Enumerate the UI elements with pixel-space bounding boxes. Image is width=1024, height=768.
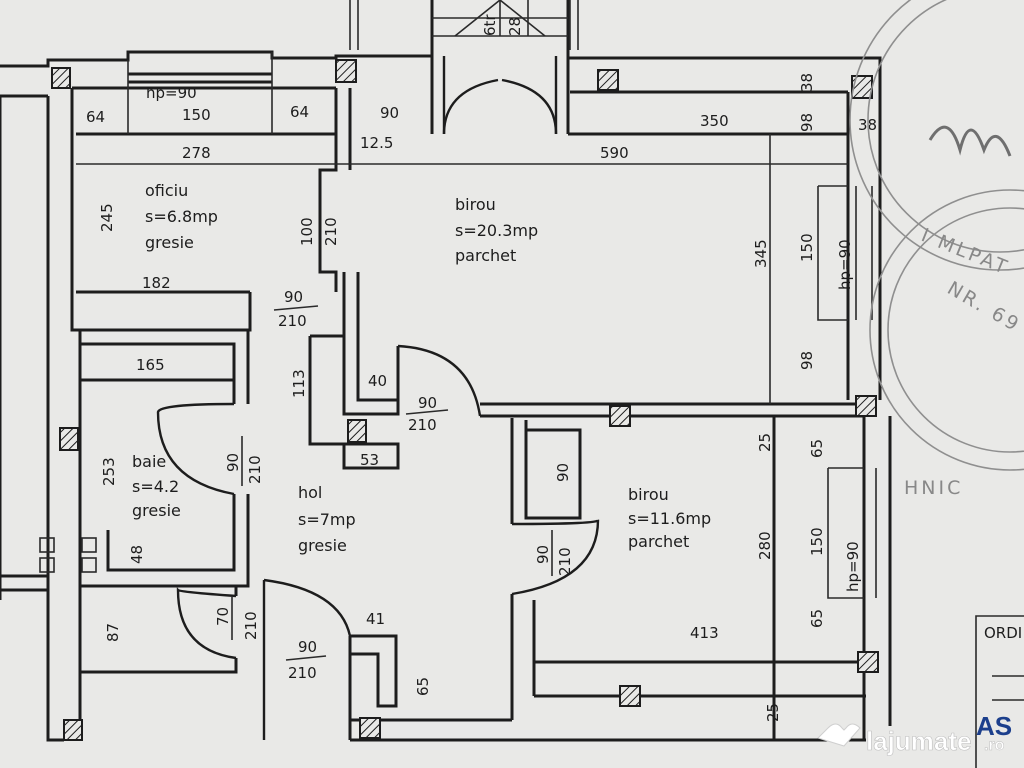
room-baie: baie s=4.2 gresie	[132, 452, 181, 520]
svg-text:gresie: gresie	[145, 233, 194, 252]
room-birou-large: birou s=20.3mp parchet	[455, 195, 538, 265]
svg-text:gresie: gresie	[132, 501, 181, 520]
svg-text:210: 210	[288, 664, 317, 682]
dim-41: 41	[366, 610, 385, 628]
opening-labels: hp=90 hp=90 hp=90 90 210 90 210 90 210 9…	[146, 84, 862, 682]
svg-text:90: 90	[534, 545, 552, 564]
svg-text:70: 70	[214, 607, 232, 626]
dim-165: 165	[136, 356, 165, 374]
dim-38a: 38	[798, 73, 816, 92]
svg-text:parchet: parchet	[455, 246, 516, 265]
dim-280: 280	[756, 531, 774, 560]
door-baie-label: 90 210	[224, 436, 264, 486]
title-box-label: ORDI	[984, 624, 1022, 642]
svg-text:parchet: parchet	[628, 532, 689, 551]
dim-90a: 90	[380, 104, 399, 122]
svg-text:210: 210	[246, 455, 264, 484]
svg-text:s=20.3mp: s=20.3mp	[455, 221, 538, 240]
dim-12-5: 12.5	[360, 134, 393, 152]
dim-150b: 150	[798, 233, 816, 262]
svg-text:90: 90	[298, 638, 317, 656]
room-hol: hol s=7mp gresie	[298, 483, 356, 555]
svg-text:210: 210	[556, 547, 574, 576]
stamp-text-nr: NR. 69	[944, 277, 1024, 337]
svg-text:210: 210	[242, 611, 260, 640]
svg-text:s=7mp: s=7mp	[298, 510, 356, 529]
dim-64b: 64	[290, 103, 309, 121]
dim-150a: 150	[182, 106, 211, 124]
stairs: 6tr 28	[349, 0, 579, 134]
watermark: AS lajumate .ro	[817, 711, 1012, 756]
svg-text:90: 90	[418, 394, 437, 412]
stamp-text-hnic: HNIC	[904, 477, 963, 499]
heart-icon	[817, 723, 861, 747]
columns	[51, 59, 879, 741]
svg-text:s=4.2: s=4.2	[132, 477, 179, 496]
dim-210a: 210	[322, 217, 340, 246]
svg-text:gresie: gresie	[298, 536, 347, 555]
window-top-hp: hp=90	[146, 84, 197, 102]
dim-278: 278	[182, 144, 211, 162]
dim-590: 590	[600, 144, 629, 162]
walls	[0, 50, 892, 742]
dim-87: 87	[104, 623, 122, 642]
window-right2-hp: hp=90	[844, 541, 862, 592]
stair-label-b: 28	[506, 17, 524, 36]
dim-53: 53	[360, 451, 379, 469]
dim-98a: 98	[798, 113, 816, 132]
door-birou2-label: 90 210	[534, 530, 574, 576]
dim-65c: 65	[414, 677, 432, 696]
room-birou-small: birou s=11.6mp parchet	[628, 485, 711, 551]
window-right-hp: hp=90	[836, 239, 854, 290]
door-entry-label: 90 210	[285, 638, 327, 682]
door-hol-oficiu-label: 90 210	[273, 288, 319, 330]
svg-text:s=11.6mp: s=11.6mp	[628, 509, 711, 528]
svg-text:s=6.8mp: s=6.8mp	[145, 207, 218, 226]
dim-345: 345	[752, 239, 770, 268]
dimension-labels: 64 150 64 90 350 38 98 38 278 12.5 590 2…	[76, 73, 877, 722]
doors	[0, 56, 600, 740]
dim-413: 413	[690, 624, 719, 642]
dim-100: 100	[298, 217, 316, 246]
stair-label-a: 6tr	[481, 14, 499, 36]
svg-text:birou: birou	[628, 485, 669, 504]
room-labels: oficiu s=6.8mp gresie birou s=20.3mp par…	[132, 181, 711, 555]
dim-253: 253	[100, 457, 118, 486]
watermark-brand: lajumate	[866, 726, 972, 756]
dim-98b: 98	[798, 351, 816, 370]
svg-text:birou: birou	[455, 195, 496, 214]
svg-text:90: 90	[284, 288, 303, 306]
watermark-suffix: .ro	[984, 737, 1005, 754]
dim-150c: 150	[808, 527, 826, 556]
dim-65a: 65	[808, 439, 826, 458]
room-oficiu: oficiu s=6.8mp gresie	[145, 181, 218, 252]
title-box: ORDI	[975, 615, 1024, 768]
svg-text:hol: hol	[298, 483, 322, 502]
dim-25b: 25	[764, 703, 782, 722]
official-stamp: HNIC NR. 69 I MLPAT	[849, 0, 1024, 499]
door-hol-birou-label: 90 210	[405, 394, 449, 434]
dim-64a: 64	[86, 108, 105, 126]
dim-182: 182	[142, 274, 171, 292]
svg-text:90: 90	[224, 453, 242, 472]
dim-25a: 25	[756, 433, 774, 452]
dim-90c: 90	[554, 463, 572, 482]
svg-text:oficiu: oficiu	[145, 181, 188, 200]
svg-text:baie: baie	[132, 452, 166, 471]
svg-text:210: 210	[278, 312, 307, 330]
door-wc-label: 70 210	[214, 596, 260, 640]
svg-text:210: 210	[408, 416, 437, 434]
dim-40: 40	[368, 372, 387, 390]
dim-65b: 65	[808, 609, 826, 628]
dim-48: 48	[128, 545, 146, 564]
dim-350: 350	[700, 112, 729, 130]
dim-113: 113	[290, 369, 308, 398]
logo-as: AS	[976, 711, 1012, 741]
dim-245: 245	[98, 203, 116, 232]
